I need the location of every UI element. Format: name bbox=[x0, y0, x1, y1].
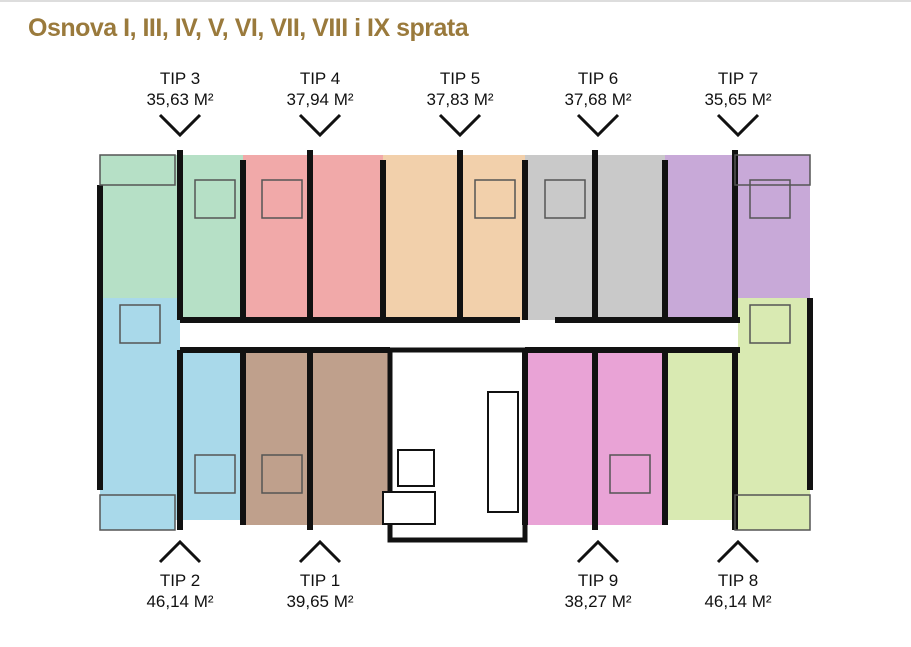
unit-name: TIP 7 bbox=[717, 69, 759, 88]
page-title: Osnova I, III, IV, V, VI, VII, VIII i IX… bbox=[28, 14, 469, 42]
top-border bbox=[0, 0, 911, 2]
unit-name: TIP 8 bbox=[717, 571, 759, 590]
chevron-down-icon bbox=[716, 113, 760, 138]
unit-name: TIP 4 bbox=[299, 69, 341, 88]
wall bbox=[240, 160, 668, 320]
unit-label-tip6[interactable]: TIP 6 37,68 M² bbox=[538, 68, 658, 110]
balcony bbox=[734, 154, 811, 186]
chevron-down-icon bbox=[298, 113, 342, 138]
balcony bbox=[99, 154, 176, 186]
bed bbox=[194, 179, 236, 219]
wall bbox=[177, 150, 738, 320]
unit-name: TIP 3 bbox=[159, 69, 201, 88]
unit-label-tip4[interactable]: TIP 4 37,94 M² bbox=[260, 68, 380, 110]
bed bbox=[119, 304, 161, 344]
unit-area: 38,27 M² bbox=[564, 592, 632, 611]
balcony bbox=[734, 494, 811, 531]
bed bbox=[474, 179, 516, 219]
unit-area: 35,63 M² bbox=[146, 90, 214, 109]
unit-area: 37,68 M² bbox=[564, 90, 632, 109]
balcony bbox=[99, 494, 176, 531]
exterior-wall bbox=[97, 298, 813, 490]
chevron-up-icon bbox=[716, 539, 760, 564]
bed bbox=[609, 454, 651, 494]
unit-area: 37,83 M² bbox=[426, 90, 494, 109]
unit-label-tip9[interactable]: TIP 9 38,27 M² bbox=[538, 570, 658, 612]
unit-area: 46,14 M² bbox=[146, 592, 214, 611]
unit-area: 37,94 M² bbox=[286, 90, 354, 109]
unit-label-tip3[interactable]: TIP 3 35,63 M² bbox=[120, 68, 240, 110]
unit-tip5[interactable] bbox=[383, 155, 525, 320]
chevron-down-icon bbox=[438, 113, 482, 138]
chevron-up-icon bbox=[158, 539, 202, 564]
unit-label-tip5[interactable]: TIP 5 37,83 M² bbox=[400, 68, 520, 110]
chevron-down-icon bbox=[158, 113, 202, 138]
unit-name: TIP 1 bbox=[299, 571, 341, 590]
unit-label-tip7[interactable]: TIP 7 35,65 M² bbox=[678, 68, 798, 110]
unit-name: TIP 2 bbox=[159, 571, 201, 590]
bed bbox=[544, 179, 586, 219]
unit-tip3[interactable] bbox=[100, 155, 243, 320]
unit-area: 39,65 M² bbox=[286, 592, 354, 611]
unit-area: 35,65 M² bbox=[704, 90, 772, 109]
wall bbox=[177, 350, 738, 530]
unit-area: 46,14 M² bbox=[704, 592, 772, 611]
stairs bbox=[487, 391, 519, 513]
unit-tip1[interactable] bbox=[243, 350, 390, 525]
unit-label-tip1[interactable]: TIP 1 39,65 M² bbox=[260, 570, 380, 612]
chevron-up-icon bbox=[298, 539, 342, 564]
elevator bbox=[382, 491, 436, 525]
elevator bbox=[397, 449, 435, 487]
unit-name: TIP 5 bbox=[439, 69, 481, 88]
wall bbox=[240, 350, 668, 525]
chevron-up-icon bbox=[576, 539, 620, 564]
unit-tip2[interactable] bbox=[100, 298, 243, 530]
unit-label-tip8[interactable]: TIP 8 46,14 M² bbox=[678, 570, 798, 612]
bed bbox=[194, 454, 236, 494]
unit-name: TIP 6 bbox=[577, 69, 619, 88]
unit-name: TIP 9 bbox=[577, 571, 619, 590]
bed bbox=[261, 179, 303, 219]
bed bbox=[261, 454, 303, 494]
unit-label-tip2[interactable]: TIP 2 46,14 M² bbox=[120, 570, 240, 612]
bed bbox=[749, 179, 791, 219]
bed bbox=[749, 304, 791, 344]
chevron-down-icon bbox=[576, 113, 620, 138]
